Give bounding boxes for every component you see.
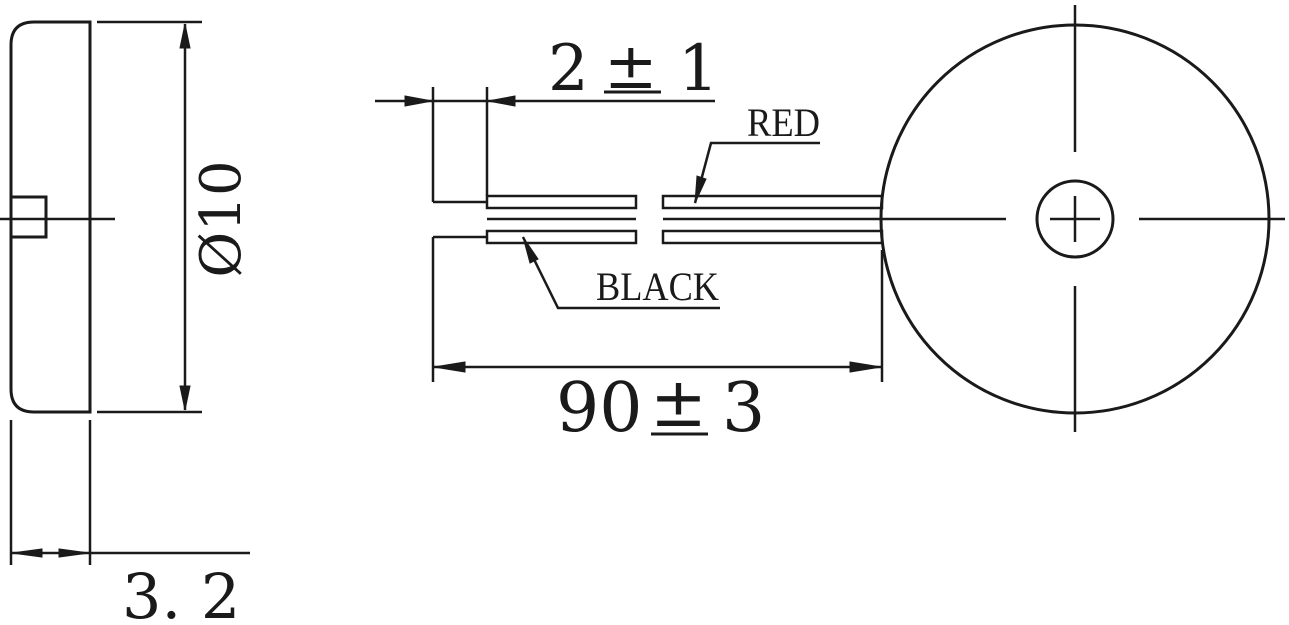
red-label: RED xyxy=(747,100,820,145)
arrow-left-icon xyxy=(11,548,43,558)
thickness-label: 3. 2 xyxy=(122,560,240,625)
side-view: Ø10 3. 2 xyxy=(0,20,254,625)
strip-length-label: 2 xyxy=(548,32,589,106)
black-wire xyxy=(661,229,884,245)
red-wire-stripped xyxy=(485,194,638,210)
lead-length-sign: ± xyxy=(650,364,707,443)
strip-length-tol: 1 xyxy=(678,32,719,106)
red-leader-line xyxy=(693,141,820,204)
arrow-down-icon xyxy=(694,175,707,204)
diameter-label: Ø10 xyxy=(189,160,254,277)
front-view xyxy=(879,5,1285,432)
black-wire-stripped xyxy=(485,229,638,245)
arrow-left-icon xyxy=(487,95,516,107)
arrow-up-icon xyxy=(522,236,539,264)
black-label: BLACK xyxy=(596,264,719,309)
terminal-stub xyxy=(9,195,48,239)
arrow-up-icon xyxy=(179,23,191,49)
buzzer-side-body xyxy=(9,20,92,414)
arrow-down-icon xyxy=(179,385,191,411)
lead-length-value: 90 xyxy=(556,369,643,448)
arrow-right-icon xyxy=(849,361,882,373)
arrow-right-icon xyxy=(404,95,433,107)
arrow-right-icon xyxy=(58,548,90,558)
wire-view: 2 ± 1 RED BLACK 90 ± 3 xyxy=(375,30,884,448)
arrow-left-icon xyxy=(433,361,466,373)
lead-length-tol: 3 xyxy=(722,369,765,448)
center-hole-circle xyxy=(1035,179,1115,259)
